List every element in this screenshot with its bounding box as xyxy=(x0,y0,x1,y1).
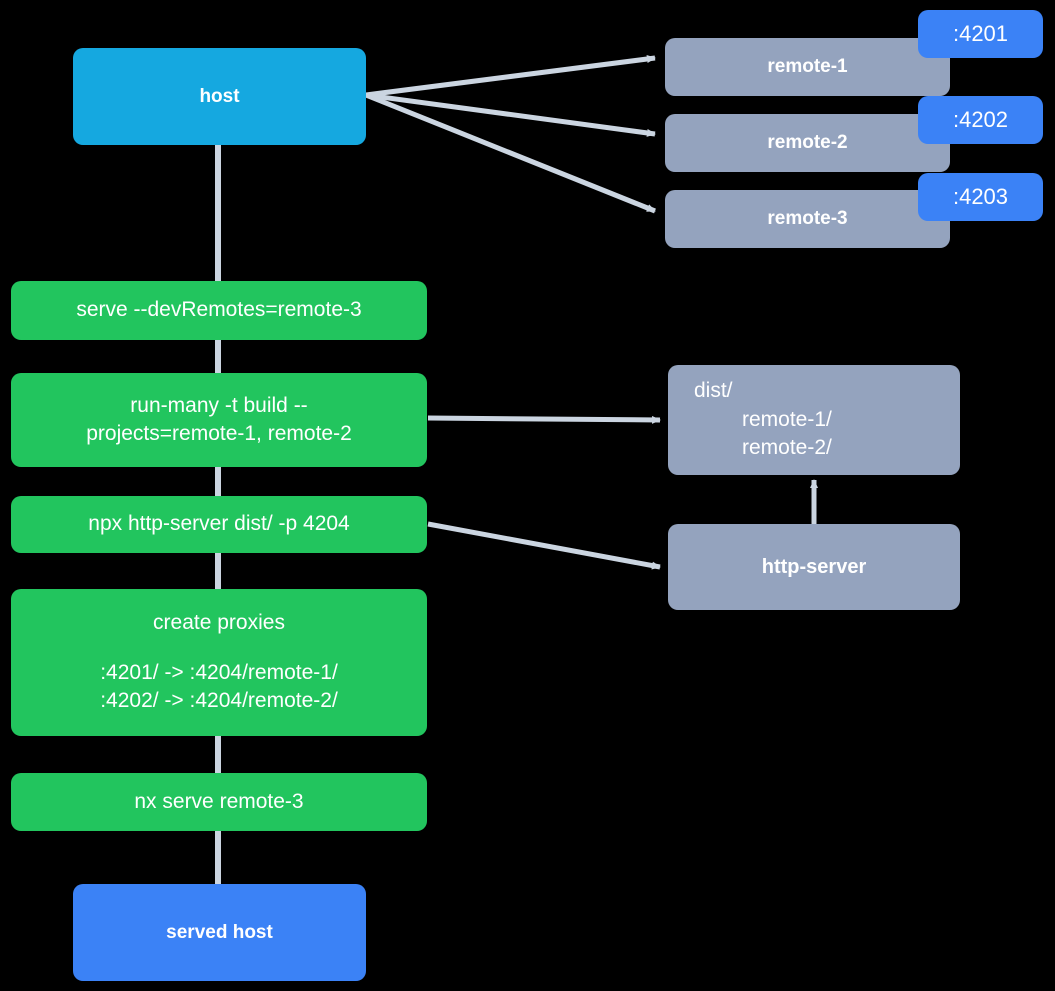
node-cmd-create-proxies-proxy-2: :4202/ -> :4204/remote-2/ xyxy=(100,689,338,713)
node-served-host[interactable]: served host xyxy=(73,884,366,981)
port-badge-remote-2[interactable]: :4202 xyxy=(918,96,1043,144)
node-cmd-nx-serve-remote-3[interactable]: nx serve remote-3 xyxy=(11,773,427,831)
node-remote-1[interactable]: remote-1 xyxy=(665,38,950,96)
node-cmd-nx-serve-remote-3-label: nx serve remote-3 xyxy=(134,789,304,813)
node-cmd-serve-devremotes-label: serve --devRemotes=remote-3 xyxy=(76,298,362,322)
node-dist-folder-line1: dist/ xyxy=(694,379,733,403)
node-cmd-npx-http-server[interactable]: npx http-server dist/ -p 4204 xyxy=(11,496,427,553)
node-host-label: host xyxy=(199,85,240,107)
node-http-server-label: http-server xyxy=(761,555,867,578)
node-host[interactable]: host xyxy=(73,48,366,145)
node-cmd-create-proxies-title: create proxies xyxy=(153,611,285,635)
port-badge-remote-2-label: :4202 xyxy=(952,107,1009,133)
node-dist-folder-line2: remote-1/ xyxy=(742,407,832,431)
node-cmd-create-proxies-proxy-1: :4201/ -> :4204/remote-1/ xyxy=(100,660,338,684)
node-cmd-serve-devremotes[interactable]: serve --devRemotes=remote-3 xyxy=(11,281,427,340)
node-dist-folder-line3: remote-2/ xyxy=(742,436,832,460)
node-cmd-npx-http-server-label: npx http-server dist/ -p 4204 xyxy=(88,512,350,536)
node-remote-3[interactable]: remote-3 xyxy=(665,190,950,248)
node-remote-3-label: remote-3 xyxy=(767,208,848,230)
port-badge-remote-3[interactable]: :4203 xyxy=(918,173,1043,221)
edge-npx-to-httpserver xyxy=(427,521,661,570)
node-cmd-run-many-line2: projects=remote-1, remote-2 xyxy=(86,422,352,445)
port-badge-remote-3-label: :4203 xyxy=(952,184,1009,210)
node-served-host-label: served host xyxy=(166,921,273,943)
port-badge-remote-1-label: :4201 xyxy=(952,21,1009,47)
edge-host-to-remotes xyxy=(365,55,656,214)
node-cmd-run-many-line1: run-many -t build -- xyxy=(130,393,308,417)
node-remote-2[interactable]: remote-2 xyxy=(665,114,950,172)
edge-runmany-to-dist xyxy=(427,415,661,424)
node-remote-2-label: remote-2 xyxy=(767,132,848,154)
node-cmd-run-many[interactable]: run-many -t build -- projects=remote-1, … xyxy=(11,373,427,467)
node-cmd-create-proxies[interactable]: create proxies :4201/ -> :4204/remote-1/… xyxy=(11,589,427,736)
node-dist-folder[interactable]: dist/ remote-1/ remote-2/ xyxy=(668,365,960,475)
port-badge-remote-1[interactable]: :4201 xyxy=(918,10,1043,58)
node-remote-1-label: remote-1 xyxy=(767,56,848,78)
node-http-server[interactable]: http-server xyxy=(668,524,960,610)
